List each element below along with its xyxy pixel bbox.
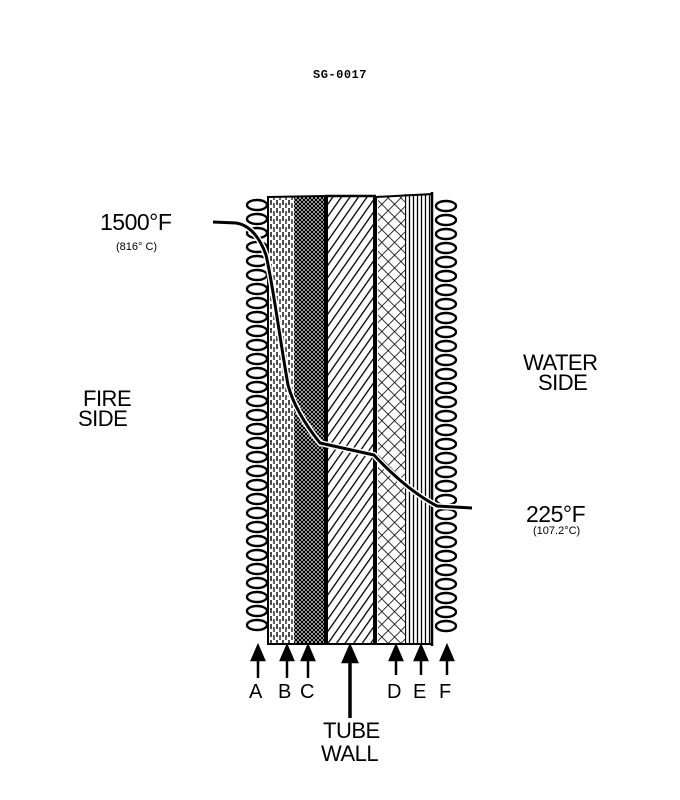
water-temp-fahrenheit: 225°F: [526, 501, 586, 527]
tube-wall: [325, 195, 376, 645]
water-temp-celsius: (107.2°C): [533, 525, 581, 537]
layer-label-a: A: [249, 681, 263, 703]
water-side-label-line1: WATER: [523, 350, 598, 375]
fire-temp-fahrenheit: 1500°F: [100, 209, 172, 235]
layer-label-f: F: [439, 681, 452, 703]
layer-arrows: [250, 642, 455, 718]
layer-d: [378, 197, 405, 644]
tube-wall-label-line1: TUBE: [323, 718, 380, 743]
water-side-label-line2: SIDE: [538, 370, 588, 395]
layer-c: [294, 197, 325, 644]
layer-b: [268, 196, 294, 644]
layer-label-d: D: [387, 681, 402, 703]
layer-label-c: C: [300, 681, 315, 703]
fire-side-label-line1: FIRE: [83, 386, 132, 411]
layer-label-e: E: [413, 681, 427, 703]
document-id: SG-0017: [313, 68, 367, 82]
tube-wall-label-line2: WALL: [321, 741, 379, 766]
fire-side-label-line2: SIDE: [78, 406, 128, 431]
fire-temp-celsius: (816° C): [116, 241, 158, 253]
layer-label-b: B: [278, 681, 292, 703]
fire-side-coils: [245, 198, 269, 632]
water-side-coils: [434, 199, 458, 633]
layer-e: [405, 194, 433, 644]
